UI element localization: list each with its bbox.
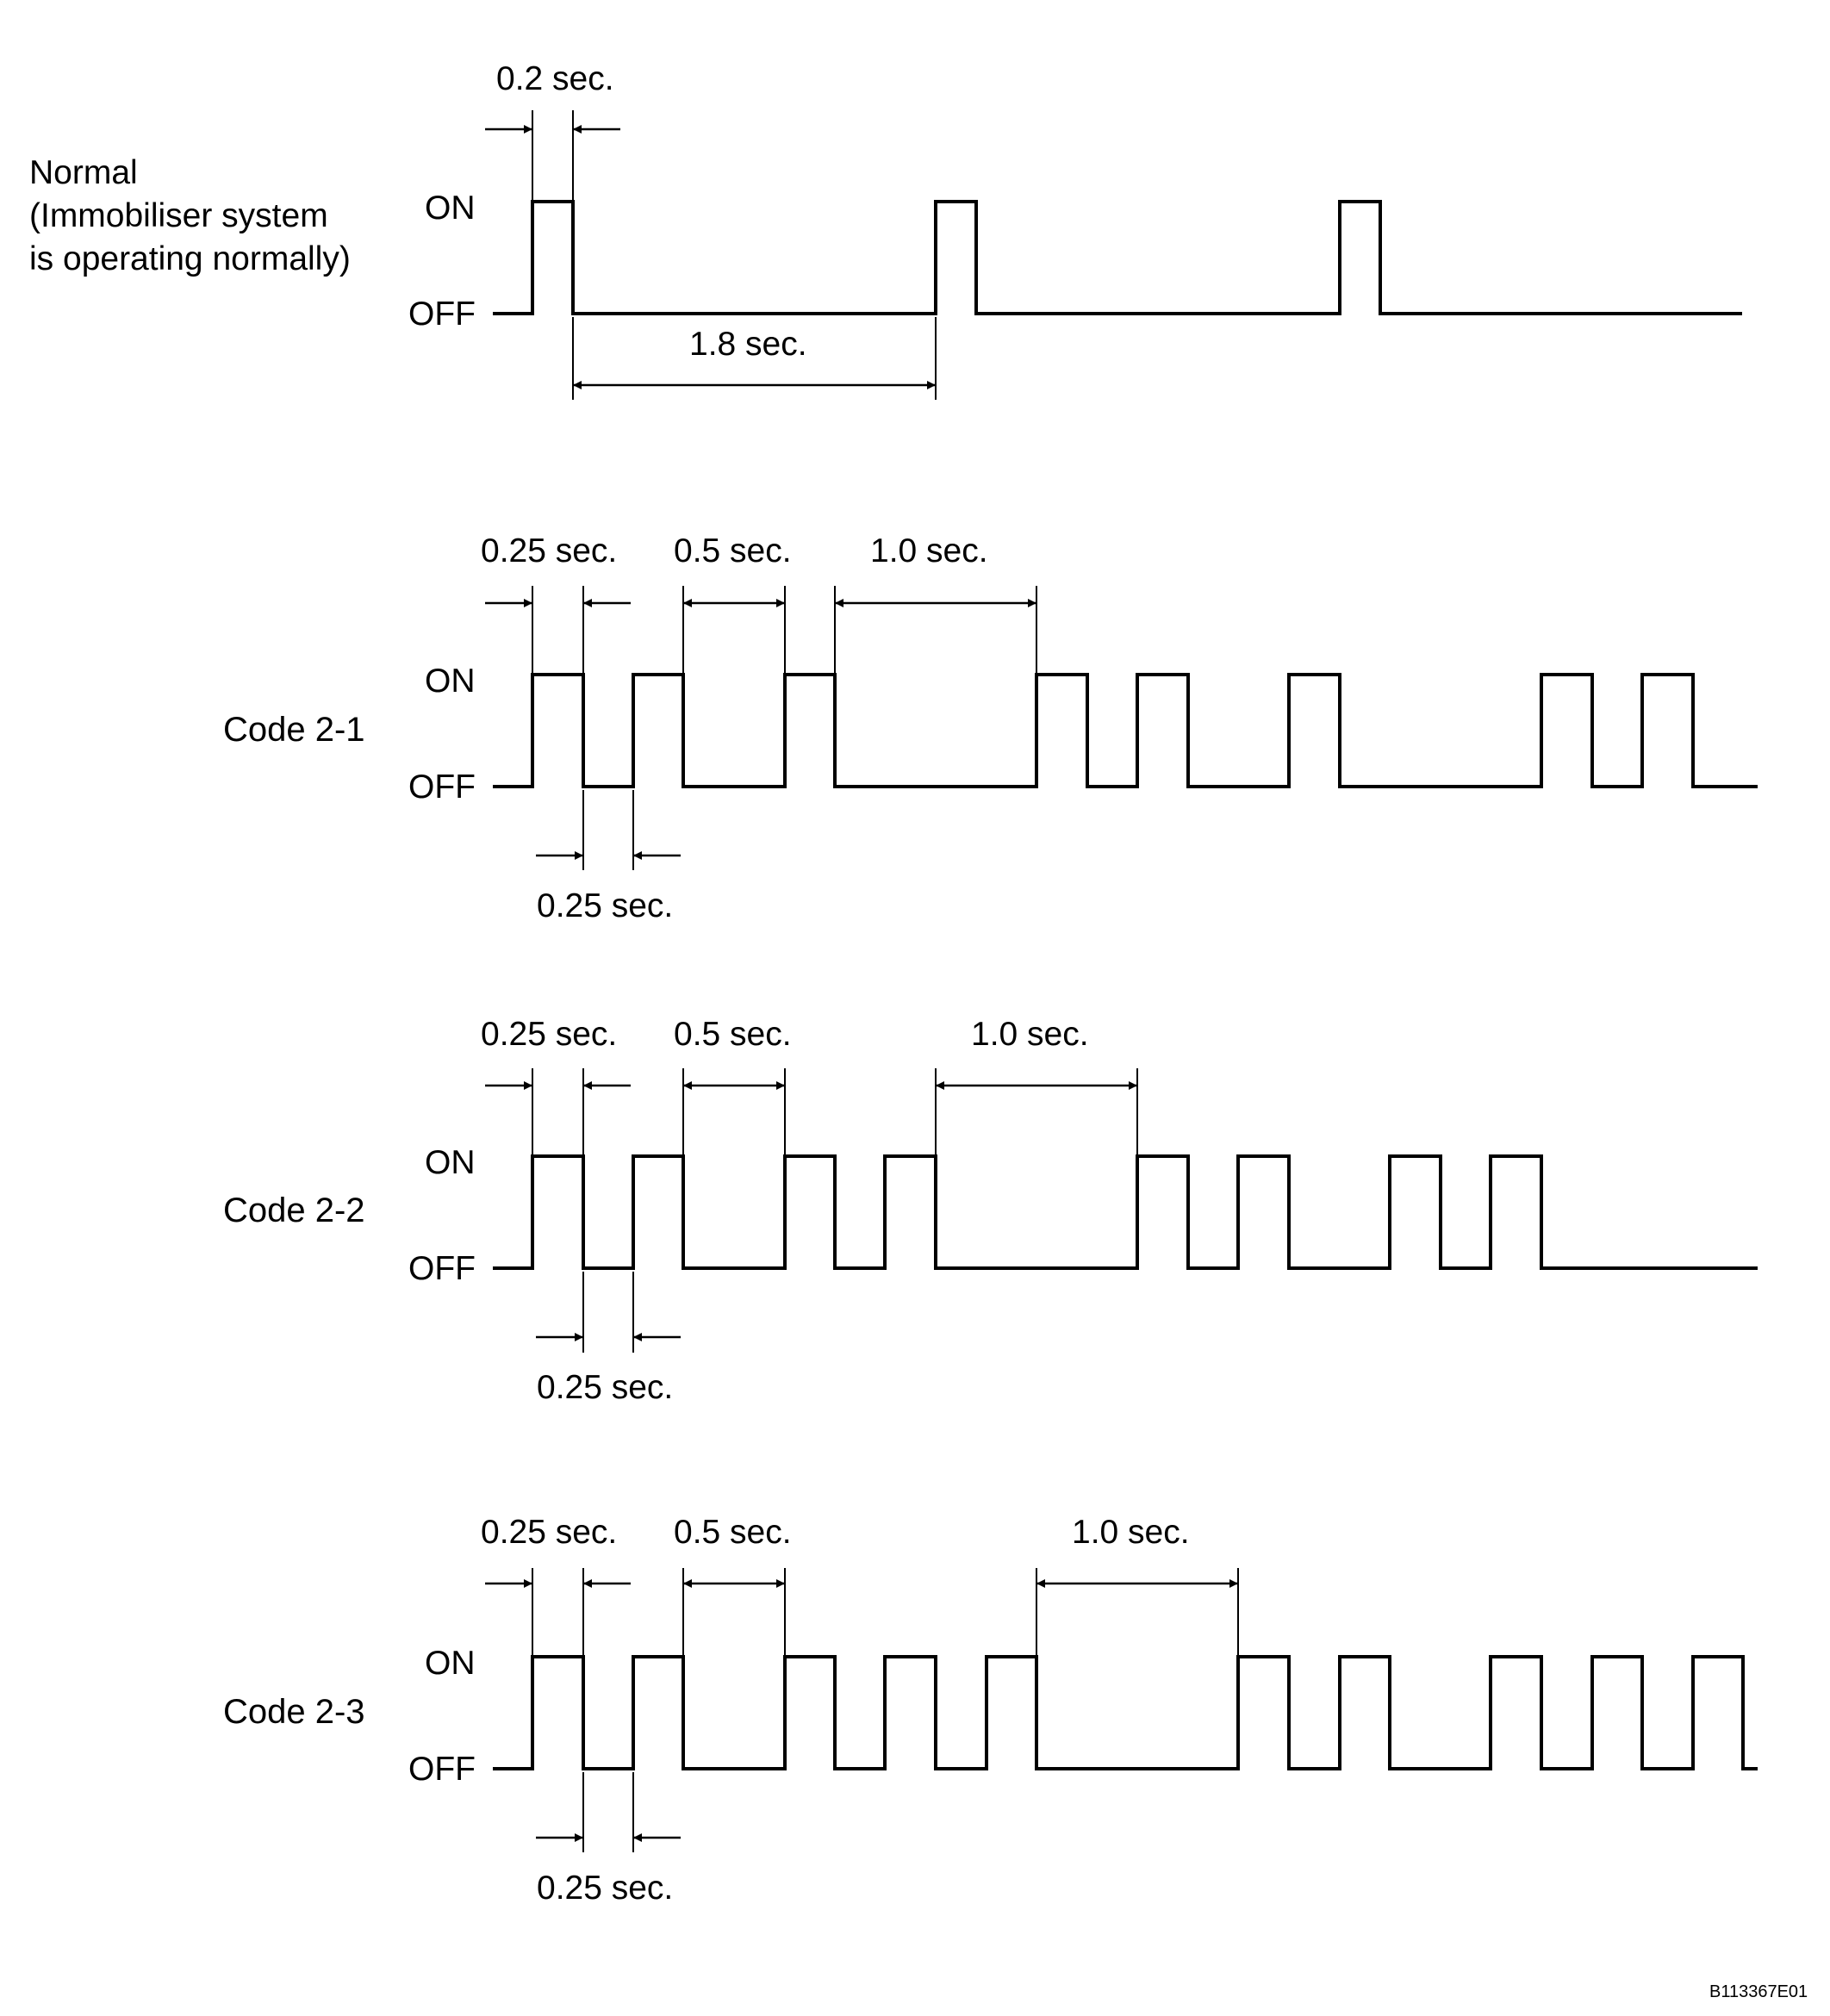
code-2-3-section: Code 2-3 ON OFF 0.25 sec. 0.5 sec. 1.0 s…: [223, 1514, 1758, 1907]
normal-waveform: [493, 200, 1742, 315]
code-2-1-waveform: [493, 673, 1758, 788]
code-2-2-dim-pulse-label: 0.25 sec.: [481, 1016, 617, 1053]
code-2-3-off-label: OFF: [408, 1751, 476, 1788]
normal-off-label: OFF: [408, 296, 476, 333]
code-2-1-dim-mid-label: 0.5 sec.: [674, 532, 792, 569]
code-2-3-waveform: [493, 1655, 1758, 1770]
code-2-3-on-label: ON: [425, 1645, 476, 1682]
code-2-2-dim-low-label: 0.25 sec.: [537, 1369, 673, 1406]
code-2-2-label: Code 2-2: [223, 1192, 365, 1229]
code-2-2-off-label: OFF: [408, 1250, 476, 1287]
code-2-2-on-label: ON: [425, 1144, 476, 1181]
code-2-3-dim-long-label: 1.0 sec.: [1072, 1514, 1190, 1551]
figure-id: B113367E01: [1709, 1982, 1808, 2001]
code-2-3-dim-mid-label: 0.5 sec.: [674, 1514, 792, 1551]
code-2-1-dim-low-label: 0.25 sec.: [537, 887, 673, 924]
normal-on-label: ON: [425, 190, 476, 227]
code-2-2-dim-long-label: 1.0 sec.: [971, 1016, 1089, 1053]
normal-label-line-3: is operating normally): [29, 240, 351, 277]
normal-dim-gap-label: 1.8 sec.: [689, 326, 807, 363]
code-2-1-off-label: OFF: [408, 768, 476, 806]
code-2-3-dim-low-label: 0.25 sec.: [537, 1870, 673, 1907]
normal-label-line-1: Normal: [29, 154, 138, 191]
code-2-1-section: Code 2-1 ON OFF 0.25 sec. 0.5 sec. 1.0 s…: [223, 532, 1758, 924]
code-2-3-label: Code 2-3: [223, 1693, 365, 1731]
code-2-1-dim-pulse-label: 0.25 sec.: [481, 532, 617, 569]
code-2-1-label: Code 2-1: [223, 711, 365, 749]
normal-section: Normal (Immobiliser system is operating …: [29, 60, 1742, 400]
code-2-1-on-label: ON: [425, 663, 476, 700]
normal-dim-pulse-label: 0.2 sec.: [496, 60, 614, 97]
code-2-2-dim-mid-label: 0.5 sec.: [674, 1016, 792, 1053]
code-2-2-section: Code 2-2 ON OFF 0.25 sec. 0.5 sec. 1.0 s…: [223, 1016, 1758, 1406]
normal-label-line-2: (Immobiliser system: [29, 197, 328, 234]
code-2-2-waveform: [493, 1154, 1758, 1270]
code-2-1-dim-long-label: 1.0 sec.: [870, 532, 988, 569]
code-2-3-dim-pulse-label: 0.25 sec.: [481, 1514, 617, 1551]
